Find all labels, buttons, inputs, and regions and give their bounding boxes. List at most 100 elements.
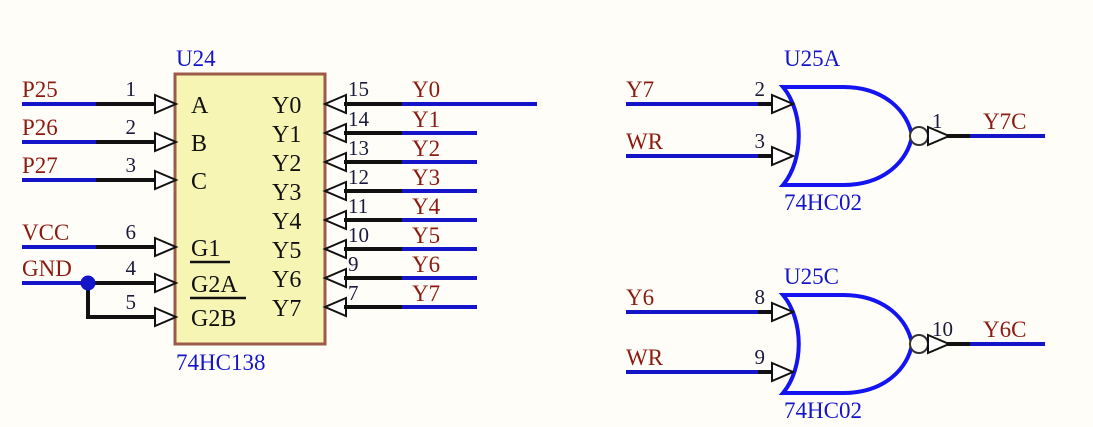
u24-pin-2-B[interactable]: P26 2 B bbox=[22, 115, 207, 157]
u24-pin-13-Y2[interactable]: Y2 13 Y2 bbox=[272, 136, 477, 177]
u24-pin-15-Y0[interactable]: Y0 15 Y0 bbox=[272, 77, 537, 119]
net-label-p27: P27 bbox=[22, 153, 58, 178]
u25c-pin-10-output[interactable]: 10 Y6C bbox=[927, 317, 1045, 355]
u24-pin-9-number: 9 bbox=[348, 252, 359, 276]
u24-pin-13-name: Y2 bbox=[272, 151, 301, 177]
u24-pin-11-number: 11 bbox=[348, 194, 368, 218]
u24-pin-4-G2A[interactable]: GND 4 G2A bbox=[22, 256, 246, 300]
u24-pin-2-arrow-icon bbox=[154, 131, 179, 153]
net-label-y4: Y4 bbox=[412, 194, 441, 219]
net-label-y7: Y7 bbox=[412, 281, 440, 306]
component-u25c[interactable]: U25C 74HC02 Y6 8 WR 9 10 Y6C bbox=[626, 264, 1045, 423]
u25a-pin-2-input[interactable]: Y7 2 bbox=[626, 77, 796, 115]
u24-pin-9-name: Y6 bbox=[272, 267, 301, 293]
u25a-pin-2-arrow-icon bbox=[771, 93, 796, 115]
u24-pin-12-name: Y3 bbox=[272, 180, 301, 206]
u24-pin-9-Y6[interactable]: Y6 9 Y6 bbox=[272, 252, 477, 293]
u25a-pin-3-input[interactable]: WR 3 bbox=[626, 129, 796, 167]
u24-pin-1-A[interactable]: P25 1 A bbox=[22, 77, 209, 119]
component-u24[interactable]: U24 74HC138 P25 1 A P26 2 B P27 3 C bbox=[22, 46, 537, 375]
net-label-p25: P25 bbox=[22, 77, 58, 102]
u25c-refdes: U25C bbox=[784, 264, 839, 289]
u25c-pin-10-arrow-icon bbox=[927, 333, 952, 355]
u24-pin-4-number: 4 bbox=[126, 256, 137, 280]
net-label-y6-gate: Y6 bbox=[626, 285, 654, 310]
component-u25a[interactable]: U25A 74HC02 Y7 2 WR 3 1 Y7C bbox=[626, 46, 1045, 215]
u25c-pin-8-number: 8 bbox=[755, 285, 766, 309]
u24-pin-6-G1[interactable]: VCC 6 G1 bbox=[22, 220, 230, 264]
net-label-y3: Y3 bbox=[412, 165, 440, 190]
u24-pin-6-name: G1 bbox=[191, 236, 220, 262]
junction-dot-gnd bbox=[80, 275, 96, 291]
u25a-pin-3-arrow-icon bbox=[771, 145, 796, 167]
net-label-y0: Y0 bbox=[412, 77, 440, 102]
u24-pin-7-name: Y7 bbox=[272, 296, 301, 322]
u24-pin-12-Y3[interactable]: Y3 12 Y3 bbox=[272, 165, 477, 206]
u24-pin-7-number: 7 bbox=[348, 281, 359, 305]
u25c-pin-9-input[interactable]: WR 9 bbox=[626, 345, 796, 383]
u25c-pin-8-input[interactable]: Y6 8 bbox=[626, 285, 796, 323]
u24-pin-6-arrow-icon bbox=[154, 236, 179, 258]
net-label-gnd: GND bbox=[22, 256, 72, 281]
net-gnd-branch-wire[interactable] bbox=[86, 283, 155, 319]
u25a-inversion-bubble-icon bbox=[909, 126, 929, 146]
u24-pin-5-name: G2B bbox=[191, 306, 236, 332]
u24-pin-15-name: Y0 bbox=[272, 93, 301, 119]
net-label-wr-c: WR bbox=[626, 345, 664, 370]
u25a-pin-1-number: 1 bbox=[932, 109, 943, 133]
u24-pin-11-Y4[interactable]: Y4 11 Y4 bbox=[272, 194, 477, 235]
u24-pin-4-name: G2A bbox=[191, 272, 238, 298]
u25c-pin-10-number: 10 bbox=[932, 317, 953, 341]
net-label-y7-gate: Y7 bbox=[626, 77, 654, 102]
u25a-part-number: 74HC02 bbox=[784, 190, 862, 215]
u24-pin-3-name: C bbox=[191, 169, 207, 195]
u24-pin-2-number: 2 bbox=[126, 115, 137, 139]
u24-pin-3-arrow-icon bbox=[154, 169, 179, 191]
u25c-pin-8-arrow-icon bbox=[771, 301, 796, 323]
u24-pin-10-number: 10 bbox=[348, 223, 369, 247]
u24-refdes: U24 bbox=[176, 46, 216, 71]
u24-pin-14-Y1[interactable]: Y1 14 Y1 bbox=[272, 107, 477, 148]
u24-pin-6-number: 6 bbox=[126, 220, 137, 244]
u24-pin-5-arrow-icon bbox=[154, 306, 179, 328]
net-label-y6c: Y6C bbox=[983, 317, 1026, 342]
u24-pin-7-Y7[interactable]: Y7 7 Y7 bbox=[272, 281, 477, 322]
net-label-y6: Y6 bbox=[412, 252, 440, 277]
u24-pin-12-number: 12 bbox=[348, 165, 369, 189]
net-label-vcc: VCC bbox=[22, 220, 69, 245]
u24-pin-1-name: A bbox=[191, 93, 209, 119]
u24-pin-3-C[interactable]: P27 3 C bbox=[22, 153, 207, 195]
u24-pin-10-Y5[interactable]: Y5 10 Y5 bbox=[272, 223, 477, 264]
u25c-pin-9-arrow-icon bbox=[771, 361, 796, 383]
net-label-wr-a: WR bbox=[626, 129, 664, 154]
u24-pin-14-name: Y1 bbox=[272, 122, 301, 148]
u24-pin-3-number: 3 bbox=[126, 153, 137, 177]
u24-pin-1-arrow-icon bbox=[154, 93, 179, 115]
u25a-nor-body-outline bbox=[778, 85, 915, 187]
u25c-part-number: 74HC02 bbox=[784, 398, 862, 423]
u24-pin-4-arrow-icon bbox=[154, 272, 179, 294]
u25a-pin-3-number: 3 bbox=[755, 129, 766, 153]
u25a-pin-2-number: 2 bbox=[755, 77, 766, 101]
u24-pin-5-number: 5 bbox=[126, 290, 137, 314]
u24-pin-1-number: 1 bbox=[126, 77, 137, 101]
u25c-pin-9-number: 9 bbox=[755, 345, 766, 369]
u24-pin-5-G2B[interactable]: 5 G2B bbox=[80, 275, 236, 332]
net-label-y2: Y2 bbox=[412, 136, 440, 161]
u24-pin-15-number: 15 bbox=[348, 77, 369, 101]
net-label-y5: Y5 bbox=[412, 223, 440, 248]
u25a-refdes: U25A bbox=[784, 46, 841, 71]
u24-pin-11-name: Y4 bbox=[272, 209, 301, 235]
u24-pin-10-name: Y5 bbox=[272, 238, 301, 264]
u25a-pin-1-output[interactable]: 1 Y7C bbox=[927, 109, 1045, 147]
net-label-p26: P26 bbox=[22, 115, 58, 140]
net-label-y7c: Y7C bbox=[983, 109, 1026, 134]
u25a-pin-1-arrow-icon bbox=[927, 125, 952, 147]
u24-pin-2-name: B bbox=[191, 131, 207, 157]
u24-pin-13-number: 13 bbox=[348, 136, 369, 160]
u25c-nor-body-outline bbox=[778, 293, 915, 395]
net-label-y1: Y1 bbox=[412, 107, 440, 132]
